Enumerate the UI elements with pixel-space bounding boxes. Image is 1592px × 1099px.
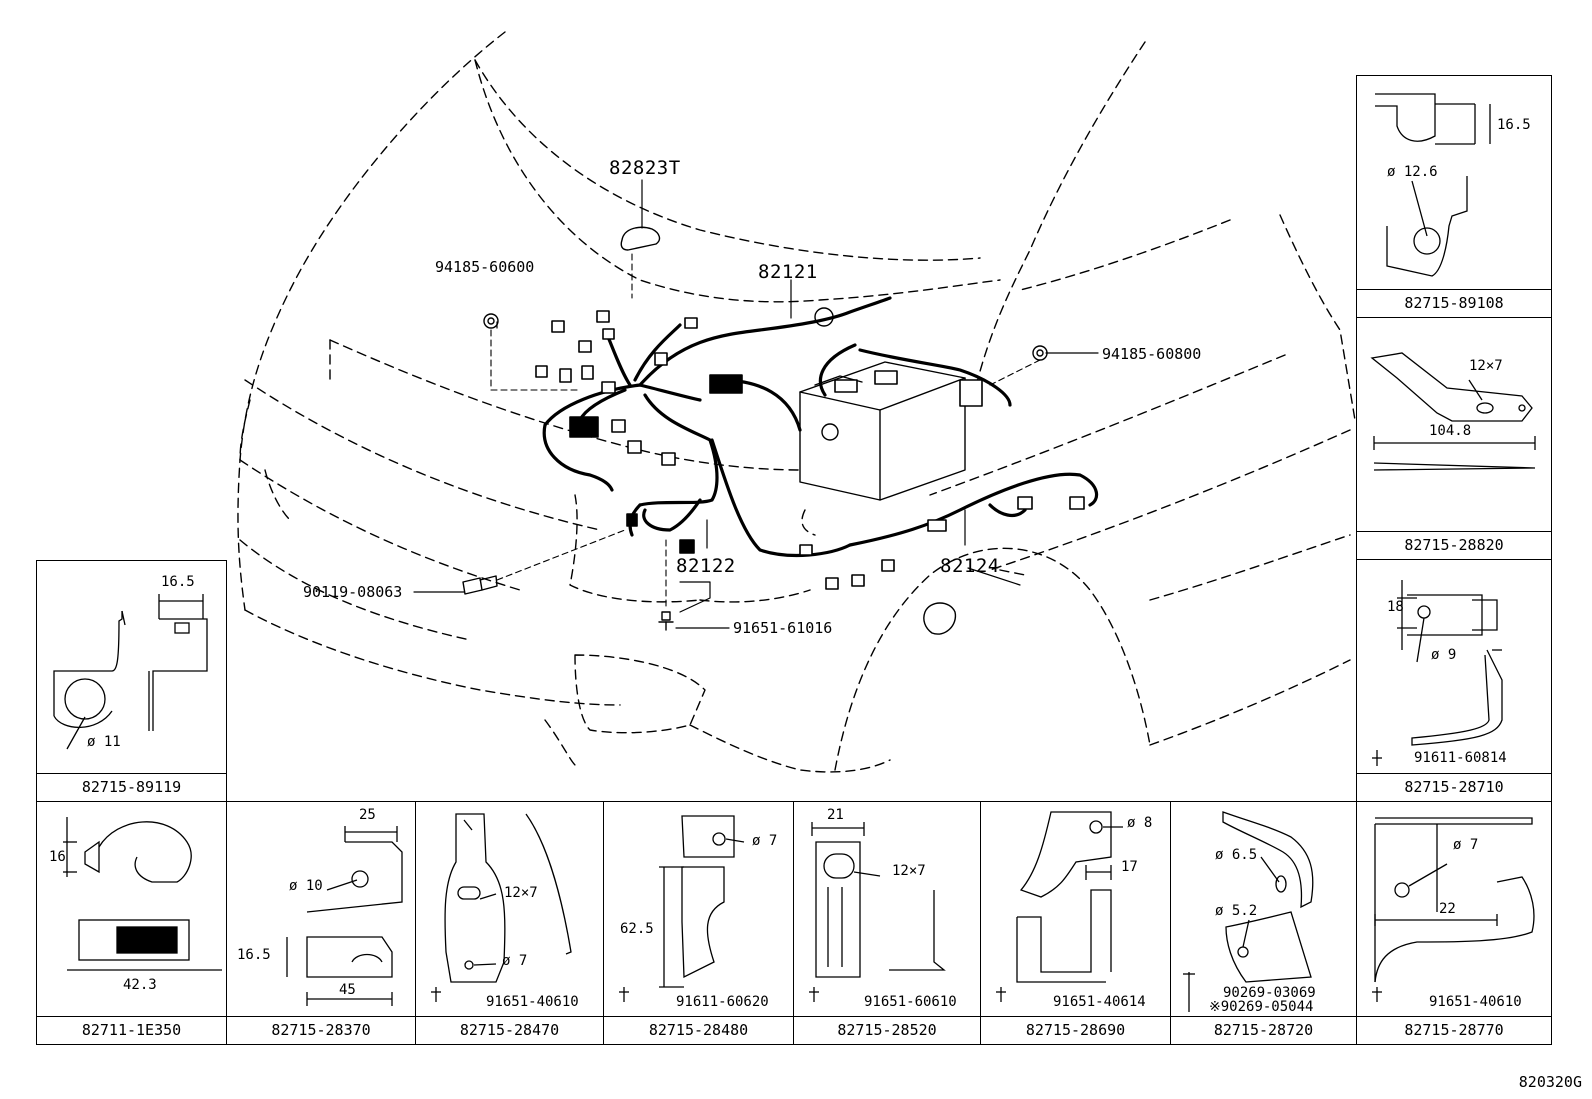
part-code-82715-89108: 82715-89108 xyxy=(1357,289,1551,317)
vehicle-body-outline xyxy=(237,31,1356,773)
bolt-91611-60620: 91611-60620 xyxy=(676,994,769,1010)
bracket-drawing xyxy=(996,811,1123,1002)
grommet-icon xyxy=(814,307,839,441)
part-code-82715-28690: 82715-28690 xyxy=(981,1016,1170,1044)
bracket-drawing xyxy=(619,815,745,1002)
part-code-82715-28710: 82715-28710 xyxy=(1357,773,1551,801)
dim-16: 16 xyxy=(49,849,66,865)
dim-dia-10: ø 10 xyxy=(289,878,323,894)
dim-21: 21 xyxy=(827,807,844,823)
dim-22: 22 xyxy=(1439,901,1456,917)
bracket-drawing xyxy=(1183,811,1314,1012)
dashed-leader-lines xyxy=(490,253,1041,611)
callout-82124: 82124 xyxy=(940,555,1000,577)
bracket-drawing xyxy=(809,822,946,1002)
panel-82715-89108: 16.5 ø 12.6 82715-89108 xyxy=(1356,75,1552,318)
dim-dia-12-6: ø 12.6 xyxy=(1387,164,1438,180)
part-code-82715-28470: 82715-28470 xyxy=(416,1016,603,1044)
part-code-82715-89119: 82715-89119 xyxy=(37,773,226,801)
callout-91651-61016: 91651-61016 xyxy=(733,619,833,637)
wire-harness-82121 xyxy=(542,296,1099,558)
bolt-91651-40610: 91651-40610 xyxy=(1429,994,1522,1010)
part-code-82711-1E350: 82711-1E350 xyxy=(37,1016,226,1044)
harness-connectors xyxy=(535,310,1085,590)
nut-94185-60600-icon xyxy=(483,313,499,329)
dim-42-3: 42.3 xyxy=(123,977,157,993)
dim-45: 45 xyxy=(339,982,356,998)
bracket-drawing xyxy=(1372,817,1535,1002)
part-code-82715-28720: 82715-28720 xyxy=(1171,1016,1356,1044)
dim-dia-7: ø 7 xyxy=(752,833,778,849)
panel-82715-28690: ø 8 17 91651-40614 82715-28690 xyxy=(980,801,1171,1045)
callout-90119-08063: 90119-08063 xyxy=(303,583,403,601)
part-code-82715-28820: 82715-28820 xyxy=(1357,531,1551,559)
bolt-91651-40614: 91651-40614 xyxy=(1053,994,1146,1010)
callout-82823T: 82823T xyxy=(609,157,681,179)
dim-12x7: 12×7 xyxy=(892,863,926,879)
bolt-90269-03069: 90269-03069 xyxy=(1223,985,1316,1001)
callout-94185-60600: 94185-60600 xyxy=(435,258,535,276)
bolt-91611-60814: 91611-60814 xyxy=(1414,750,1507,766)
dim-17: 17 xyxy=(1121,859,1138,875)
dim-16-5: 16.5 xyxy=(161,574,195,590)
dim-dia-7: ø 7 xyxy=(502,953,528,969)
bracket-drawing xyxy=(1370,352,1536,471)
dim-dia-5-2: ø 5.2 xyxy=(1215,903,1258,919)
battery-icon xyxy=(799,361,966,501)
bracket-drawing xyxy=(286,826,403,1006)
dim-62-5: 62.5 xyxy=(620,921,654,937)
clamp-icon xyxy=(923,602,957,635)
nut-94185-60800-icon xyxy=(1032,345,1048,361)
panel-82715-89119: 16.5 ø 11 82715-89119 xyxy=(36,560,227,802)
bolt-91651-40610: 91651-40610 xyxy=(486,994,579,1010)
panel-82715-28370: 25 ø 10 16.5 45 82715-28370 xyxy=(226,801,416,1045)
bracket-drawing xyxy=(1375,93,1491,277)
bracket-drawing xyxy=(1372,580,1503,766)
bracket-drawing xyxy=(53,594,208,750)
bolt-90119-08063-icon xyxy=(462,575,498,595)
panel-82715-28520: 21 12×7 91651-60610 82715-28520 xyxy=(793,801,981,1045)
callout-82122: 82122 xyxy=(676,555,736,577)
dim-dia-11: ø 11 xyxy=(87,734,121,750)
dim-16-5: 16.5 xyxy=(1497,117,1531,133)
dim-18: 18 xyxy=(1387,599,1404,615)
callout-94185-60800: 94185-60800 xyxy=(1102,345,1202,363)
bracket-drawing xyxy=(63,817,222,971)
dim-12x7: 12×7 xyxy=(504,885,538,901)
dim-dia-9: ø 9 xyxy=(1431,647,1457,663)
panel-82715-28820: 12×7 104.8 82715-28820 xyxy=(1356,317,1552,560)
panel-82715-28770: ø 7 22 91651-40610 82715-28770 xyxy=(1356,801,1552,1045)
dim-104-8: 104.8 xyxy=(1429,423,1472,439)
dim-dia-8: ø 8 xyxy=(1127,815,1153,831)
figure-id: 820320G xyxy=(1518,1073,1582,1091)
part-code-82715-28770: 82715-28770 xyxy=(1357,1016,1551,1044)
bolt-91651-60610: 91651-60610 xyxy=(864,994,957,1010)
dim-dia-6-5: ø 6.5 xyxy=(1215,847,1258,863)
panel-82711-1E350: 16 42.3 82711-1E350 xyxy=(36,801,227,1045)
dim-25: 25 xyxy=(359,807,376,823)
part-code-82715-28370: 82715-28370 xyxy=(227,1016,415,1044)
panel-82715-28470: 12×7 ø 7 91651-40610 82715-28470 xyxy=(415,801,604,1045)
panel-82715-28480: ø 7 62.5 91611-60620 82715-28480 xyxy=(603,801,794,1045)
dim-16-5: 16.5 xyxy=(237,947,271,963)
leader-lines xyxy=(413,179,1099,629)
callout-82121: 82121 xyxy=(758,261,818,283)
panel-82715-28720: ø 6.5 ø 5.2 90269-03069 ※90269-05044 827… xyxy=(1170,801,1357,1045)
bolt-91651-61016-icon xyxy=(658,611,674,631)
part-82823T-cap xyxy=(620,226,661,251)
dim-12x7: 12×7 xyxy=(1469,358,1503,374)
part-code-82715-28520: 82715-28520 xyxy=(794,1016,980,1044)
bolt-90269-05044: ※90269-05044 xyxy=(1209,999,1314,1015)
part-code-82715-28480: 82715-28480 xyxy=(604,1016,793,1044)
panel-82715-28710: 18 ø 9 91611-60814 82715-28710 xyxy=(1356,559,1552,802)
dim-dia-7: ø 7 xyxy=(1453,837,1479,853)
bracket-drawing xyxy=(431,813,572,1002)
